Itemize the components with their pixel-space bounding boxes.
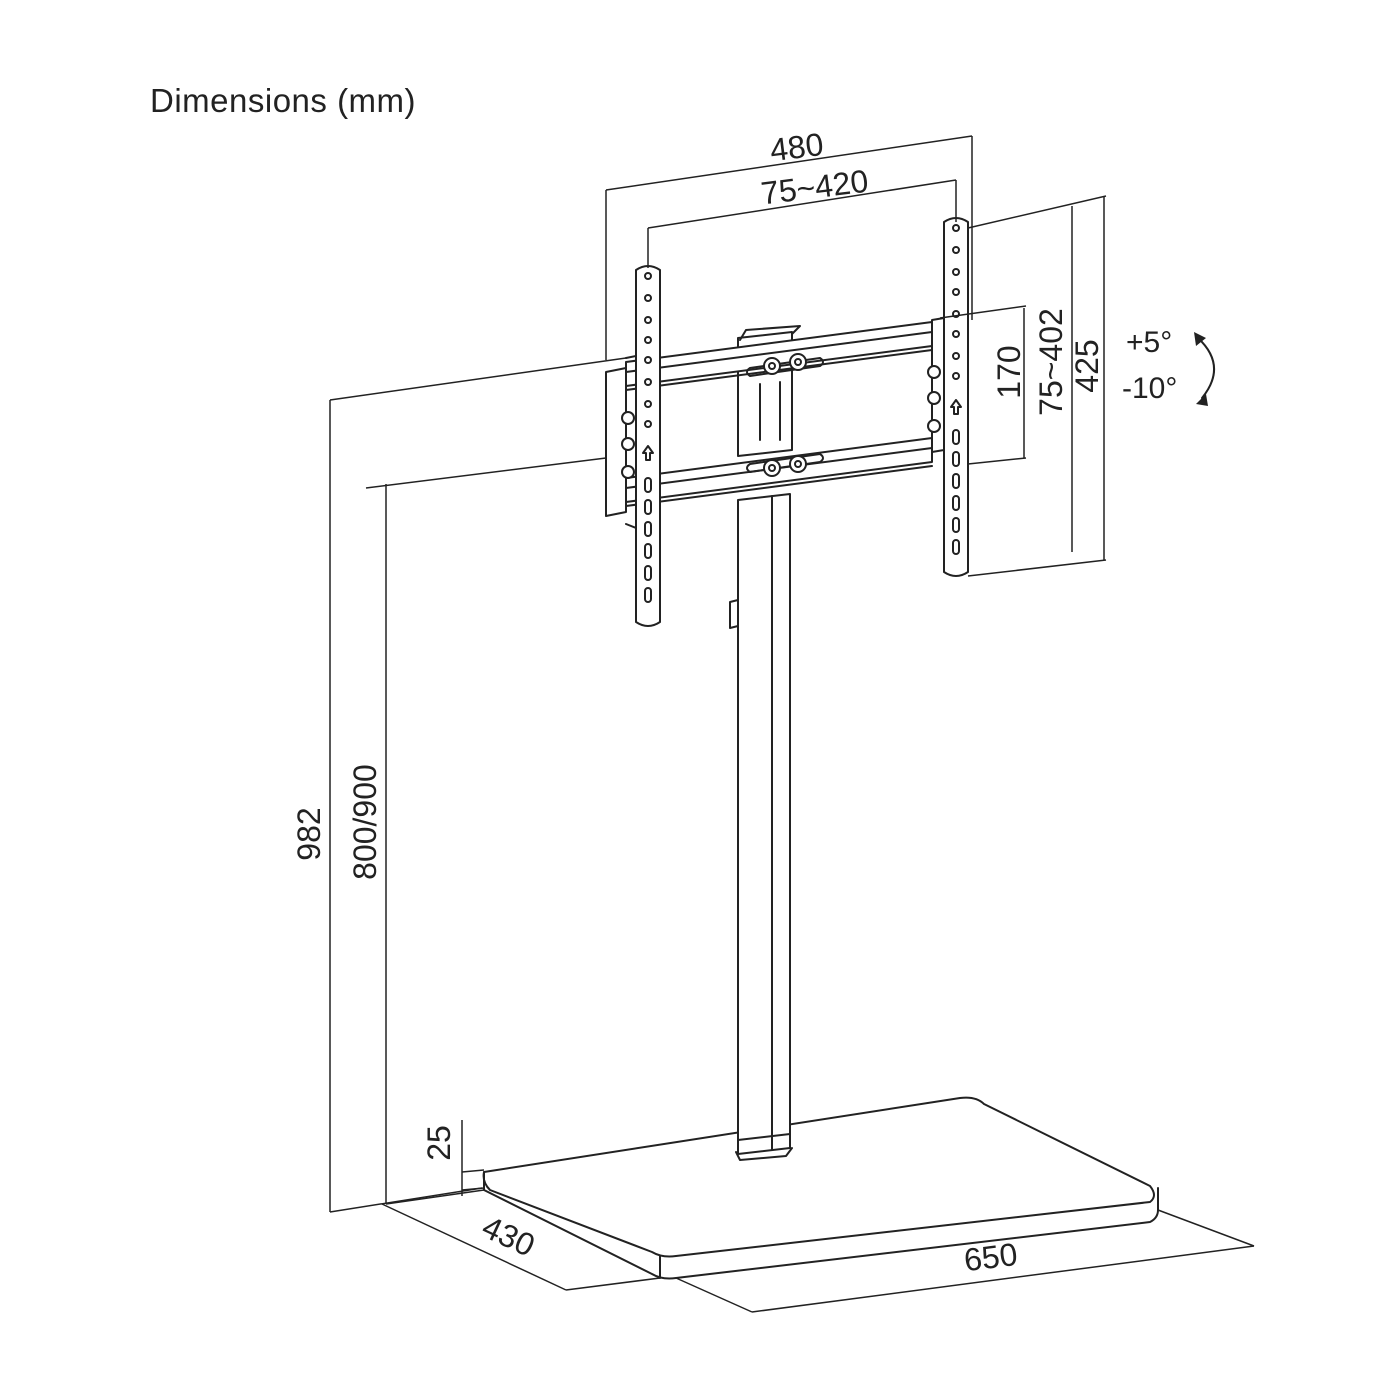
rail-bolts — [763, 353, 807, 477]
tilt-down: -10° — [1122, 372, 1177, 405]
tilt-up: +5° — [1126, 326, 1172, 359]
dim-982: 982 — [291, 807, 327, 860]
diagram-title: Dimensions (mm) — [150, 82, 417, 119]
dim-arm-height: 425 — [1069, 339, 1105, 392]
tilt-arrow-icon — [1194, 332, 1216, 406]
dim-rail-spacing: 170 — [991, 345, 1027, 398]
dim-650: 650 — [962, 1236, 1019, 1278]
left-vesa-arm — [605, 265, 661, 627]
right-arm-holes — [950, 224, 962, 555]
dim-vesa-horizontal: 75~420 — [759, 163, 870, 212]
dimension-lines — [329, 135, 1255, 1313]
column — [729, 493, 793, 1161]
dim-25: 25 — [421, 1125, 457, 1161]
dim-430: 430 — [477, 1208, 541, 1263]
right-vesa-arm — [927, 217, 969, 577]
dim-vesa-vertical: 75~402 — [1033, 308, 1069, 416]
dim-800-900: 800/900 — [347, 764, 383, 880]
base-plate — [482, 1096, 1159, 1280]
left-arm-holes — [642, 272, 654, 603]
dim-480: 480 — [768, 126, 825, 168]
